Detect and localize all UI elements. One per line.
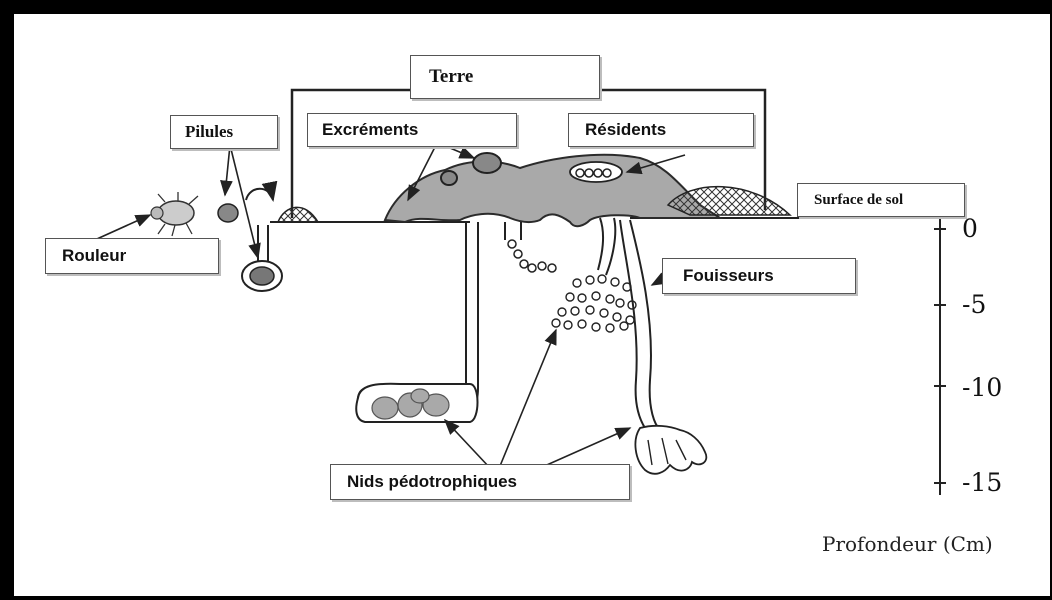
label-fouisseurs: Fouisseurs xyxy=(662,258,856,294)
tunnel-branch xyxy=(598,218,615,275)
label-nids-pedotrophiques: Nids pédotrophiques xyxy=(330,464,630,500)
egg-chain-short xyxy=(508,240,556,272)
label-terre-text: Terre xyxy=(429,66,473,88)
nest-fingers xyxy=(635,426,706,474)
left-mound xyxy=(278,207,318,222)
label-nids-pedotrophiques-text: Nids pédotrophiques xyxy=(347,472,517,492)
label-terre: Terre xyxy=(410,55,600,99)
dung-ball-small xyxy=(441,171,457,185)
depth-tick-0: 0 xyxy=(962,214,1002,243)
depth-axis-title: Profondeur (Cm) xyxy=(822,532,993,556)
label-residents-text: Résidents xyxy=(585,120,666,140)
egg-cluster xyxy=(552,275,636,332)
rolling-arrow xyxy=(246,189,273,200)
tunnel-short xyxy=(505,222,521,240)
roller-ball xyxy=(250,267,274,285)
label-fouisseurs-text: Fouisseurs xyxy=(683,266,774,286)
label-residents: Résidents xyxy=(568,113,754,147)
beetle-drawing xyxy=(151,192,198,236)
label-excrements-text: Excréments xyxy=(322,120,418,140)
label-rouleur: Rouleur xyxy=(45,238,219,274)
label-rouleur-text: Rouleur xyxy=(62,246,126,266)
label-pilules-text: Pilules xyxy=(185,122,233,142)
depth-tick-10: -10 xyxy=(962,373,1032,402)
label-surface-de-sol: Surface de sol xyxy=(797,183,965,217)
resident-chamber xyxy=(570,162,622,182)
depth-tick-15: -15 xyxy=(962,468,1032,497)
depth-axis xyxy=(934,218,946,495)
dung-ball-large xyxy=(473,153,501,173)
label-pilules: Pilules xyxy=(170,115,278,149)
label-surface-de-sol-text: Surface de sol xyxy=(814,192,903,209)
rolled-ball xyxy=(218,204,238,222)
dung-pat xyxy=(385,155,720,226)
label-excrements: Excréments xyxy=(307,113,517,147)
depth-tick-5: -5 xyxy=(962,290,1022,319)
